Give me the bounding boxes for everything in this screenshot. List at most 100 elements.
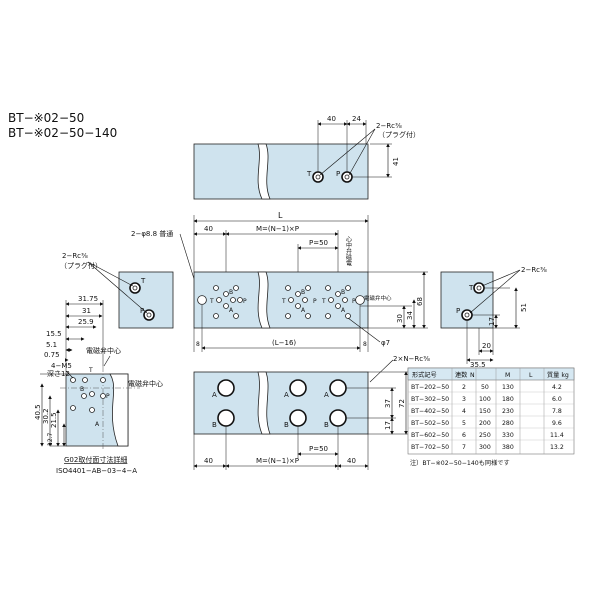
bottom-port-A-2 <box>289 379 307 397</box>
svg-text:6.0: 6.0 <box>552 396 562 403</box>
svg-text:13.2: 13.2 <box>550 444 564 451</box>
bottom-port-B-3 <box>329 409 347 427</box>
iso-d15-5: 15.5 <box>46 330 62 338</box>
top-view-break <box>257 143 271 200</box>
table-row: BT−202−50 2 50 130 4.2 <box>411 384 562 391</box>
bottom-port-A-1 <box>217 379 235 397</box>
iso-d31-75: 31.75 <box>78 295 98 303</box>
front-thru-label: 2−φ8.8 普通 <box>131 229 173 238</box>
iso-m5: 4−M5 <box>51 362 72 370</box>
front-dim-68: 68 <box>416 297 424 306</box>
svg-text:BT−302−50: BT−302−50 <box>411 396 449 403</box>
svg-text:T: T <box>140 277 146 285</box>
front-valve-center-v: 心中弁磁電 <box>345 236 352 267</box>
svg-text:A: A <box>324 391 329 399</box>
table-header-count: 連数 <box>455 371 468 379</box>
svg-text:2: 2 <box>462 384 466 391</box>
front-dim-p50: P=50 <box>309 239 328 247</box>
front-view: L 40 M=(N−1)×P P=50 2−φ8.8 普通 心中弁磁電 B A … <box>131 211 430 383</box>
front-dim-L: L <box>278 211 283 220</box>
svg-text:T: T <box>468 284 474 292</box>
iso-center-label2: 電磁弁中心 <box>128 379 163 388</box>
table-header-l: L <box>529 372 533 379</box>
top-port-P-label: P <box>336 170 340 178</box>
svg-text:T: T <box>321 298 326 305</box>
front-thru-hole-right <box>355 295 365 305</box>
iso-caption1: G02取付面寸法詳細 <box>64 455 127 464</box>
front-dim-40: 40 <box>204 225 213 233</box>
iso-v40-5: 40.5 <box>34 404 42 420</box>
right-end-port-label: 2−Rc⅜ <box>521 266 547 274</box>
front-dim-8b: 8 <box>363 341 367 348</box>
front-dim-30: 30 <box>396 314 404 323</box>
table-note: 注）BT−※02−50−140も同様です <box>410 459 510 467</box>
svg-text:P: P <box>352 298 356 305</box>
svg-text:A: A <box>301 307 306 314</box>
top-dim-24: 24 <box>352 115 361 123</box>
iso-v12-7: 12.7 <box>47 432 54 446</box>
left-end-view: T P 2−Rc⅜ （プラグ付） <box>60 252 174 329</box>
front-dim-L16: (L−16) <box>272 339 296 347</box>
table-header-mass: 質量 kg <box>547 371 569 379</box>
bottom-dim-p50: P=50 <box>309 445 328 453</box>
front-nport-label: 2×N−Rc⅜ <box>393 355 430 363</box>
bottom-port-B-2 <box>289 409 307 427</box>
right-end-dim-20: 20 <box>482 342 491 350</box>
svg-text:T: T <box>209 298 214 305</box>
svg-text:T: T <box>281 298 286 305</box>
svg-text:5: 5 <box>462 420 466 427</box>
svg-text:BT−502−50: BT−502−50 <box>411 420 449 427</box>
bottom-view: A B A B A B 72 37 17 P=50 40 M=(N−1)×P 4… <box>193 371 410 470</box>
right-end-dim-35-5: 35.5 <box>470 361 486 369</box>
bottom-dim-40b: 40 <box>347 457 356 465</box>
front-valve-center-h: 電磁弁中心 <box>364 294 392 302</box>
title-line2: BT−※02−50−140 <box>8 126 117 140</box>
svg-text:100: 100 <box>479 396 491 403</box>
iso-v21-5: 21.5 <box>50 412 58 428</box>
front-dim-34: 34 <box>406 311 414 320</box>
top-view: T P 40 24 41 2−Rc⅜ （プラグ付） <box>193 115 420 200</box>
iso-center-label1: 電磁弁中心 <box>86 346 121 355</box>
bottom-port-B-1 <box>217 409 235 427</box>
table-header-n: N <box>470 372 475 379</box>
svg-text:A: A <box>284 391 289 399</box>
iso-caption2: ISO4401−AB−03−4−A <box>56 467 137 475</box>
svg-text:50: 50 <box>481 384 489 391</box>
bottom-dim-40a: 40 <box>204 457 213 465</box>
svg-text:B: B <box>212 421 217 429</box>
svg-text:P: P <box>243 298 247 305</box>
svg-text:B: B <box>341 289 345 296</box>
svg-text:230: 230 <box>502 408 514 415</box>
top-dim-40: 40 <box>327 115 336 123</box>
top-port-label: 2−Rc⅜ <box>376 122 402 130</box>
top-dim-41: 41 <box>392 157 400 166</box>
front-phi7: φ7 <box>381 339 390 347</box>
svg-text:200: 200 <box>479 420 491 427</box>
table-row: BT−602−50 6 250 330 11.4 <box>411 432 564 439</box>
svg-text:250: 250 <box>479 432 491 439</box>
iso-depth: 深さ12 <box>47 369 70 378</box>
svg-text:280: 280 <box>502 420 514 427</box>
svg-text:BT−402−50: BT−402−50 <box>411 408 449 415</box>
svg-text:P: P <box>106 393 110 400</box>
svg-text:BT−702−50: BT−702−50 <box>411 444 449 451</box>
left-end-plug-label: （プラグ付） <box>60 261 102 270</box>
svg-text:B: B <box>284 421 289 429</box>
svg-text:P: P <box>456 307 460 315</box>
svg-text:6: 6 <box>462 432 466 439</box>
svg-text:B: B <box>301 289 305 296</box>
svg-text:BT−602−50: BT−602−50 <box>411 432 449 439</box>
top-port-T-label: T <box>306 170 312 178</box>
svg-text:A: A <box>341 307 346 314</box>
svg-text:B: B <box>80 386 84 393</box>
svg-text:300: 300 <box>479 444 491 451</box>
svg-text:BT−202−50: BT−202−50 <box>411 384 449 391</box>
svg-text:9.6: 9.6 <box>552 420 562 427</box>
iso-d31: 31 <box>82 307 91 315</box>
svg-text:A: A <box>95 421 100 428</box>
svg-text:P: P <box>140 307 144 315</box>
svg-text:P: P <box>313 298 317 305</box>
table-row: BT−502−50 5 200 280 9.6 <box>411 420 562 427</box>
table-row: BT−302−50 3 100 180 6.0 <box>411 396 562 403</box>
